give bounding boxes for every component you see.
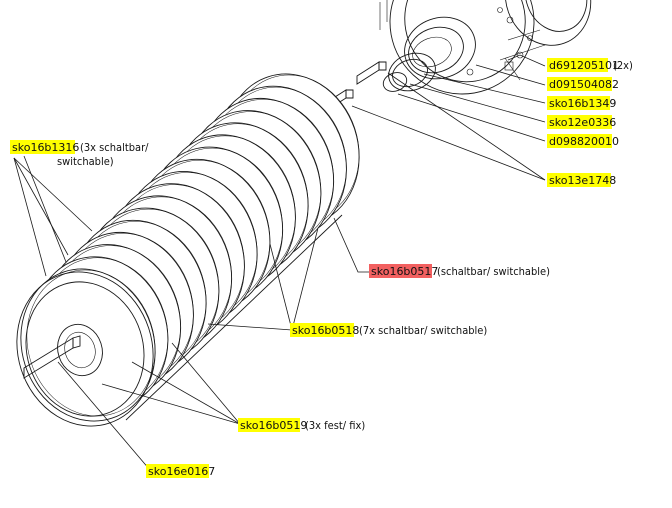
label-d091504082: d091504082: [547, 77, 619, 91]
highlight-sko16b0519: [238, 418, 300, 432]
highlight-d098820010: [547, 134, 612, 148]
label-sko16b1316: sko16b1316 (3x schaltbar/ switchable): [10, 140, 149, 168]
label-sko13e1748: sko13e1748: [547, 173, 616, 187]
code-sko16b1316: sko16b1316: [12, 141, 79, 154]
highlight-sko16e0167: [146, 464, 209, 478]
code-sko16b1349: sko16b1349: [549, 97, 616, 110]
code-sko13e1748: sko13e1748: [549, 174, 616, 187]
highlight-d091504082: [547, 77, 612, 91]
label-sko16b1349: sko16b1349: [547, 96, 616, 110]
front-face: [16, 271, 154, 427]
leader-lines: [13, 54, 546, 471]
disc: [20, 268, 156, 422]
code-sko16b0519: sko16b0519: [240, 419, 307, 432]
label-sko12e0336: sko12e0336: [547, 115, 616, 129]
note-d691205101: (2x): [613, 59, 633, 72]
label-sko16e0167: sko16e0167: [146, 464, 215, 478]
highlight-sko12e0336: [547, 115, 612, 129]
note-sko16b0518: (7x schaltbar/ switchable): [359, 324, 487, 337]
label-sko16b0519: sko16b0519 (3x fest/ fix): [238, 418, 365, 432]
code-d691205101: d691205101: [549, 59, 619, 72]
label-d098820010: d098820010: [547, 134, 619, 148]
code-sko12e0336: sko12e0336: [549, 116, 616, 129]
highlight-sko16b0517: [369, 264, 432, 278]
note-sko16b0517: (schaltbar/ switchable): [437, 265, 550, 278]
highlight-d691205101: [547, 58, 608, 72]
note2-sko16b1316: switchable): [57, 155, 114, 168]
code-sko16b0517: sko16b0517: [371, 265, 438, 278]
code-d098820010: d098820010: [549, 135, 619, 148]
label-sko16b0518: sko16b0518 (7x schaltbar/ switchable): [290, 323, 487, 337]
highlight-sko16b0518: [290, 323, 354, 337]
highlight-sko16b1349: [547, 96, 610, 110]
code-sko16b0518: sko16b0518: [292, 324, 359, 337]
disc-stack: [20, 73, 360, 422]
hub-assembly: [379, 0, 592, 95]
highlight-sko16b1316: [10, 140, 75, 154]
highlight-sko13e1748: [547, 173, 611, 187]
label-sko16b0517: sko16b0517 (schaltbar/ switchable): [369, 264, 550, 278]
code-sko16e0167: sko16e0167: [148, 465, 215, 478]
code-d091504082: d091504082: [549, 78, 619, 91]
note-sko16b1316: (3x schaltbar/: [80, 141, 149, 154]
note-sko16b0519: (3x fest/ fix): [305, 419, 365, 432]
label-d691205101: d691205101 (2x): [547, 58, 633, 72]
